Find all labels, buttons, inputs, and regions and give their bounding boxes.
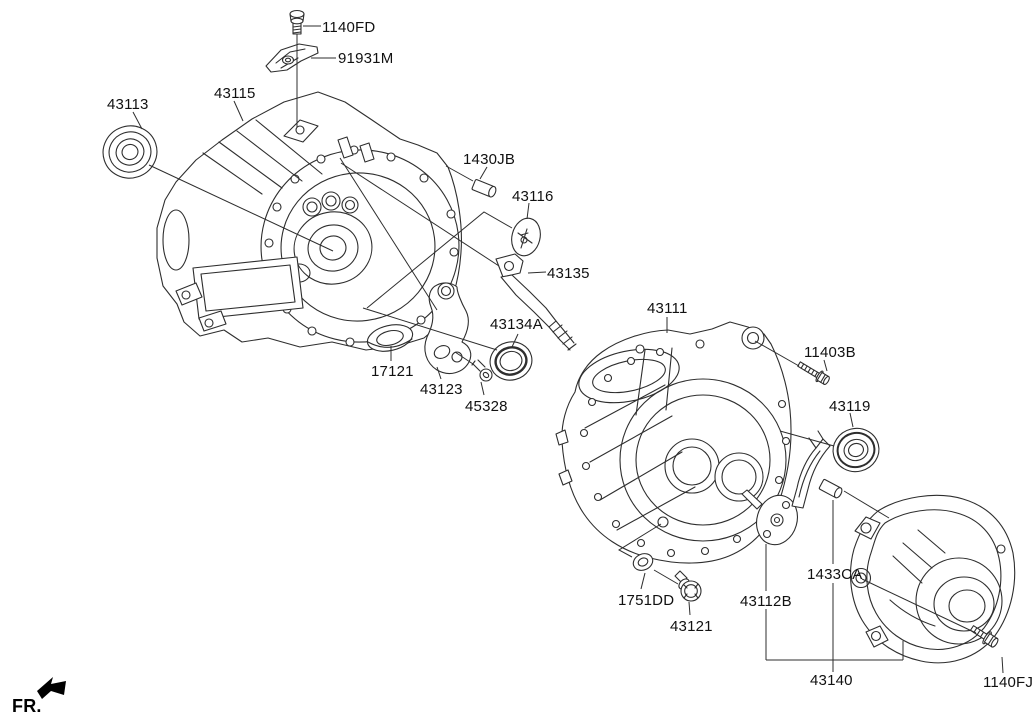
part-label-43123: 43123 [420, 381, 463, 398]
fr-arrow-icon [37, 677, 66, 699]
part-label-45328: 45328 [465, 398, 508, 415]
part-43112b-speedometer-disc [741, 489, 798, 546]
part-label-17121: 17121 [371, 363, 414, 380]
part-91931m-bracket [265, 43, 319, 73]
part-1751dd-gasket [632, 553, 654, 571]
part-label-43135: 43135 [547, 265, 590, 282]
part-label-43112B: 43112B [740, 593, 792, 610]
part-label-1430JB: 1430JB [463, 151, 515, 168]
part-45328-bolt [471, 359, 493, 382]
part-label-1751DD: 1751DD [618, 592, 674, 609]
part-label-1140FJ: 1140FJ [983, 674, 1033, 691]
part-label-11403B: 11403B [804, 344, 856, 361]
part-43134a-oil-seal [489, 341, 533, 381]
part-43123-bracket [424, 282, 472, 374]
part-43119-oil-seal [832, 427, 880, 473]
part-1433ca-dowel-pin [818, 478, 843, 499]
part-label-1140FD: 1140FD [322, 19, 375, 36]
part-labels: 1140FD 91931M 43115 43113 1430JB 43116 4… [107, 19, 1033, 691]
part-label-43119: 43119 [829, 398, 871, 415]
part-43140-case-cover [849, 494, 1016, 664]
part-43116-plug-cap [511, 217, 541, 257]
part-43113-oil-seal [102, 125, 158, 179]
part-label-43121: 43121 [670, 618, 713, 635]
part-1140fd-screw [289, 9, 305, 35]
fr-direction-indicator: FR. [12, 677, 66, 716]
part-label-43140: 43140 [810, 672, 853, 689]
part-1430jb-dowel-pin [471, 179, 497, 198]
part-43121-plug [674, 570, 702, 602]
part-label-1433CA: 1433CA [807, 566, 862, 583]
part-label-43134A: 43134A [490, 316, 543, 333]
part-43135-lever [495, 253, 577, 351]
leader-lines [132, 25, 1004, 674]
fr-label: FR. [12, 696, 42, 716]
part-label-43111: 43111 [647, 300, 688, 317]
part-label-43116: 43116 [512, 188, 554, 205]
part-label-43113: 43113 [107, 96, 149, 113]
part-label-43115: 43115 [214, 85, 256, 102]
part-1140fj-bolt [969, 625, 999, 648]
part-label-91931M: 91931M [338, 50, 393, 67]
part-43111-transaxle-case [555, 321, 792, 564]
part-17121-washer [366, 324, 414, 352]
part-11403b-bolt [797, 361, 830, 386]
